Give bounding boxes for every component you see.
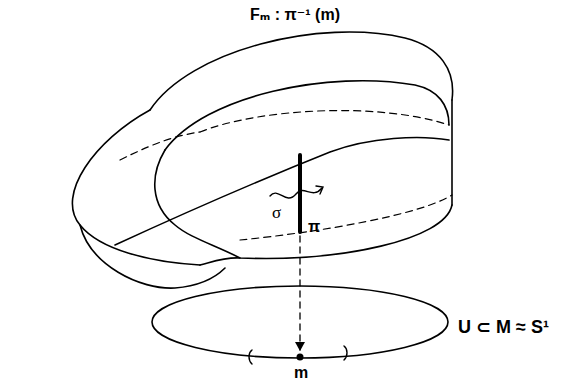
projection-label: π [308, 218, 320, 236]
fiber-label: Fₘ : π⁻¹ (m) [250, 6, 340, 24]
base-space-label: U ⊂ M ≈ S¹ [458, 318, 549, 338]
point-label: m [294, 364, 308, 382]
section-label: σ [272, 204, 281, 223]
